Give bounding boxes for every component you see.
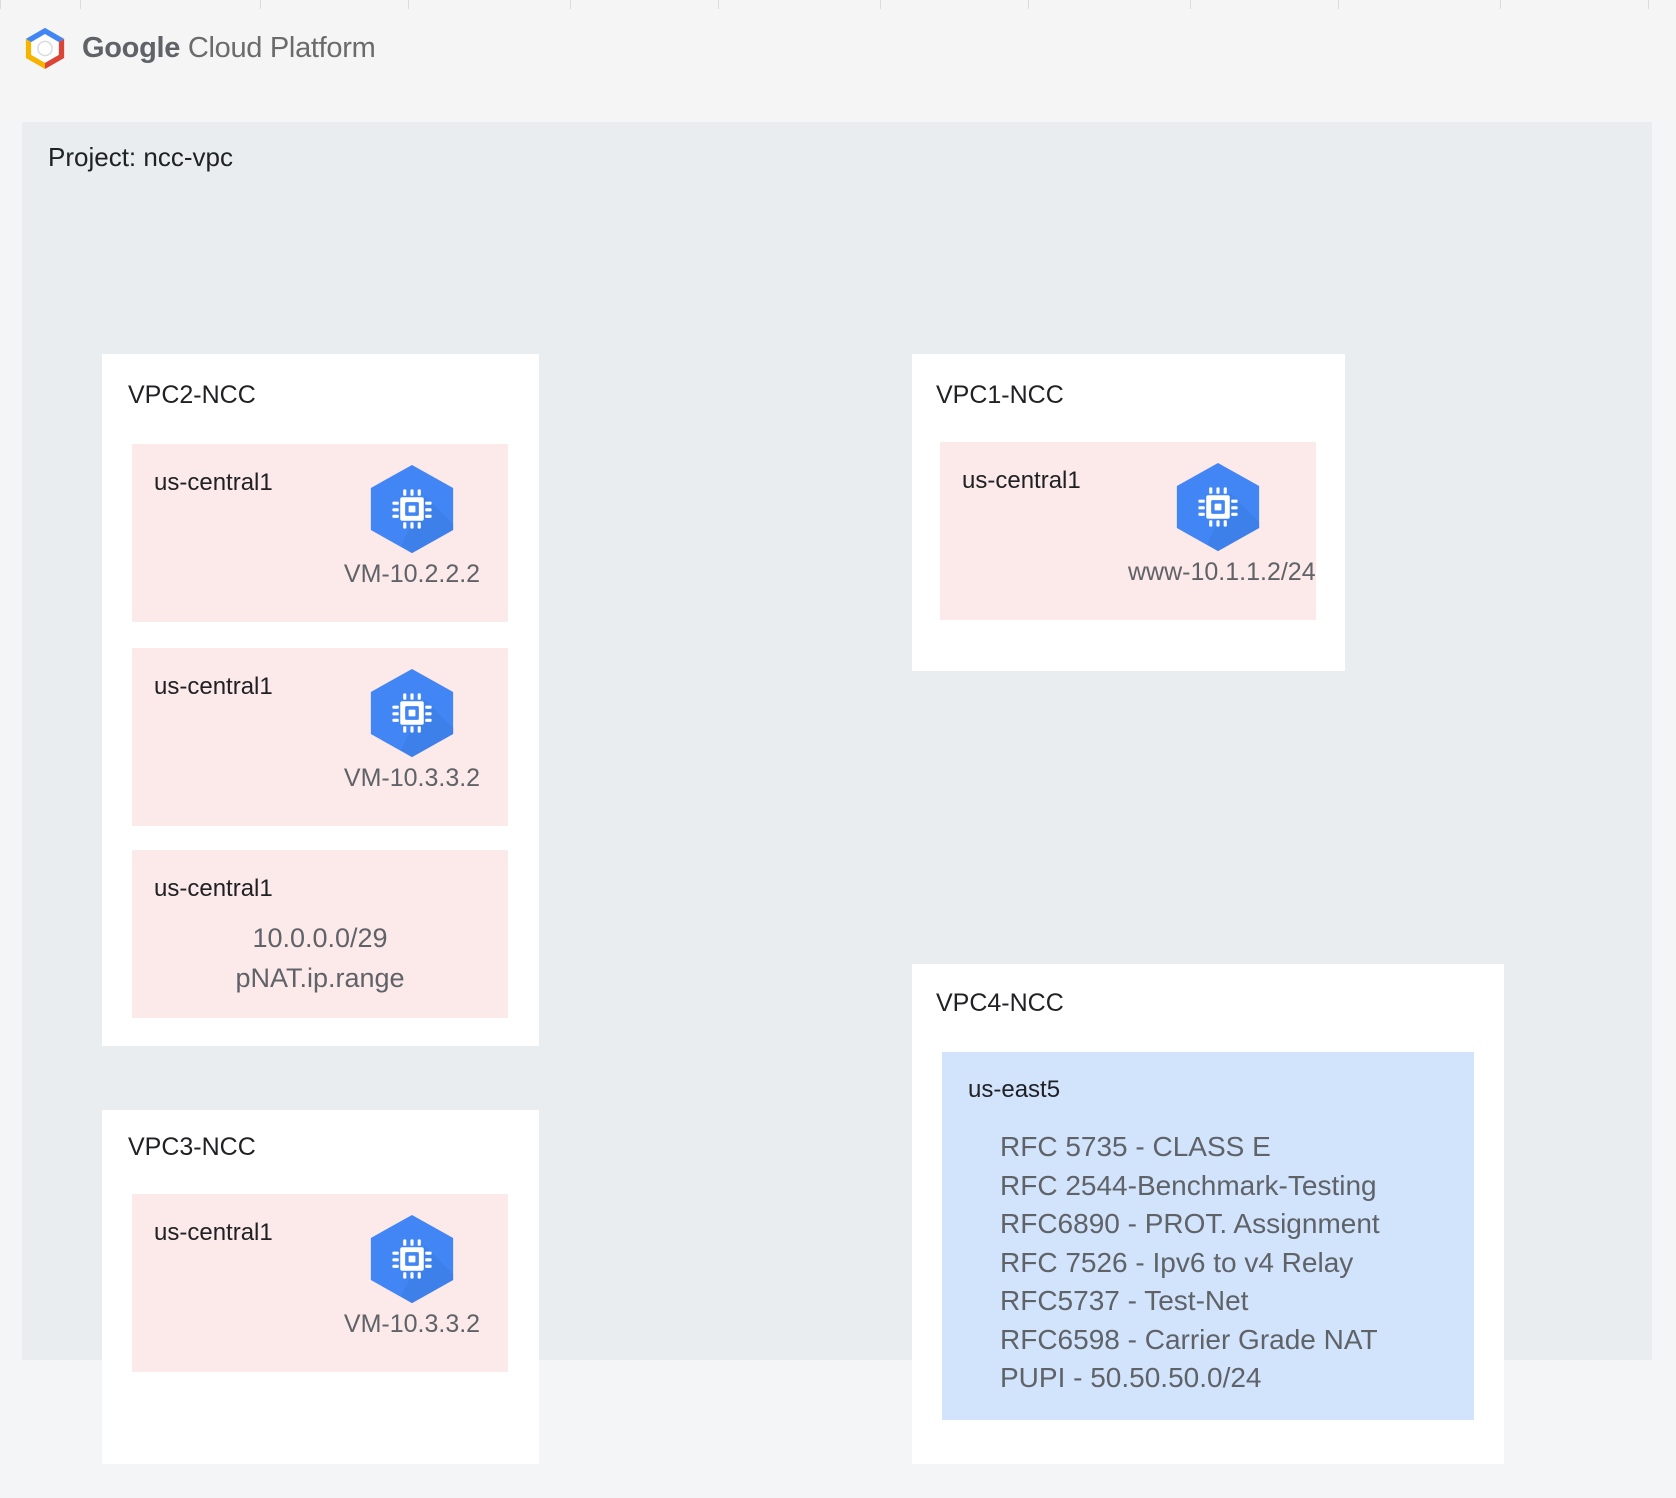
ruler-tick xyxy=(718,0,719,9)
ruler-tick xyxy=(1648,0,1649,9)
subnet-region-label: us-central1 xyxy=(962,467,1081,494)
subnet-block-vpc3-1: us-central1 xyxy=(132,1194,508,1372)
vm-instance-label: www-10.1.1.2/24 xyxy=(1128,558,1316,586)
subnet-region-label: us-central1 xyxy=(154,1219,273,1246)
vpc-card-title: VPC2-NCC xyxy=(128,381,256,409)
ruler-tick xyxy=(570,0,571,9)
subnet-block-vpc1-1: us-central1 xyxy=(940,442,1316,620)
ruler-tick xyxy=(260,0,261,9)
compute-vm-icon xyxy=(370,1214,454,1304)
brand-name: Google Cloud Platform xyxy=(82,31,376,65)
vm-instance-label: VM-10.3.3.2 xyxy=(343,1310,481,1338)
vm-instance-vpc1-1[interactable]: www-10.1.1.2/24 xyxy=(1128,460,1316,587)
brand: Google Cloud Platform xyxy=(22,26,376,70)
ruler-tick xyxy=(1338,0,1339,9)
ruler-tick xyxy=(408,0,409,9)
brand-name-google: Google xyxy=(82,31,181,64)
subnet-region-label: us-central1 xyxy=(154,469,273,496)
vm-instance-vpc3-1[interactable]: VM-10.3.3.2 xyxy=(322,1212,502,1339)
subnet-block-vpc2-1: us-central1 xyxy=(132,444,508,622)
ruler-tick xyxy=(80,0,81,9)
ruler-tick xyxy=(1500,0,1501,9)
vm-instance-label: VM-10.2.2.2 xyxy=(343,560,481,588)
project-title: Project: ncc-vpc xyxy=(48,142,233,172)
ruler-tick xyxy=(1190,0,1191,9)
google-cloud-logo-icon xyxy=(25,27,65,70)
vpc-card-title: VPC1-NCC xyxy=(936,381,1064,409)
vpc-card-vpc1: VPC1-NCC us-central1 xyxy=(912,354,1345,671)
vpc-card-title: VPC4-NCC xyxy=(936,989,1064,1017)
compute-vm-icon xyxy=(370,464,454,554)
subnet-region-label: us-central1 xyxy=(154,875,273,902)
subnet-block-vpc2-3: us-central1 10.0.0.0/29 pNAT.ip.range xyxy=(132,850,508,1018)
ruler-tick xyxy=(880,0,881,9)
project-panel: Project: ncc-vpc VPC2-NCC us-central1 xyxy=(22,122,1652,1464)
subnet-region-label: us-central1 xyxy=(154,673,273,700)
brand-name-cloud-platform: Cloud Platform xyxy=(180,31,376,64)
vm-instance-label: VM-10.3.3.2 xyxy=(343,764,481,792)
top-bar: Google Cloud Platform xyxy=(0,0,1676,118)
compute-vm-icon xyxy=(370,668,454,758)
compute-vm-icon xyxy=(1176,462,1260,552)
vpc-card-title: VPC3-NCC xyxy=(128,1133,256,1161)
vpc-card-vpc4: VPC4-NCC us-east5 RFC 5735 - CLASS E RFC… xyxy=(912,964,1504,1464)
subnet-region-label: us-east5 xyxy=(968,1076,1061,1103)
vm-instance-vpc2-2[interactable]: VM-10.3.3.2 xyxy=(322,666,502,793)
ruler-tick xyxy=(1028,0,1029,9)
vm-instance-vpc2-1[interactable]: VM-10.2.2.2 xyxy=(322,462,502,589)
subnet-text-body: RFC 5735 - CLASS E RFC 2544-Benchmark-Te… xyxy=(1000,1131,1380,1393)
subnet-block-vpc4-1: us-east5 RFC 5735 - CLASS E RFC 2544-Ben… xyxy=(942,1052,1474,1420)
subnet-block-vpc2-2: us-central1 xyxy=(132,648,508,826)
vpc-card-vpc2: VPC2-NCC us-central1 xyxy=(102,354,539,1046)
vpc-card-vpc3: VPC3-NCC us-central1 xyxy=(102,1110,539,1464)
ruler-tick xyxy=(0,0,1,9)
subnet-text-body: 10.0.0.0/29 pNAT.ip.range xyxy=(235,923,405,993)
